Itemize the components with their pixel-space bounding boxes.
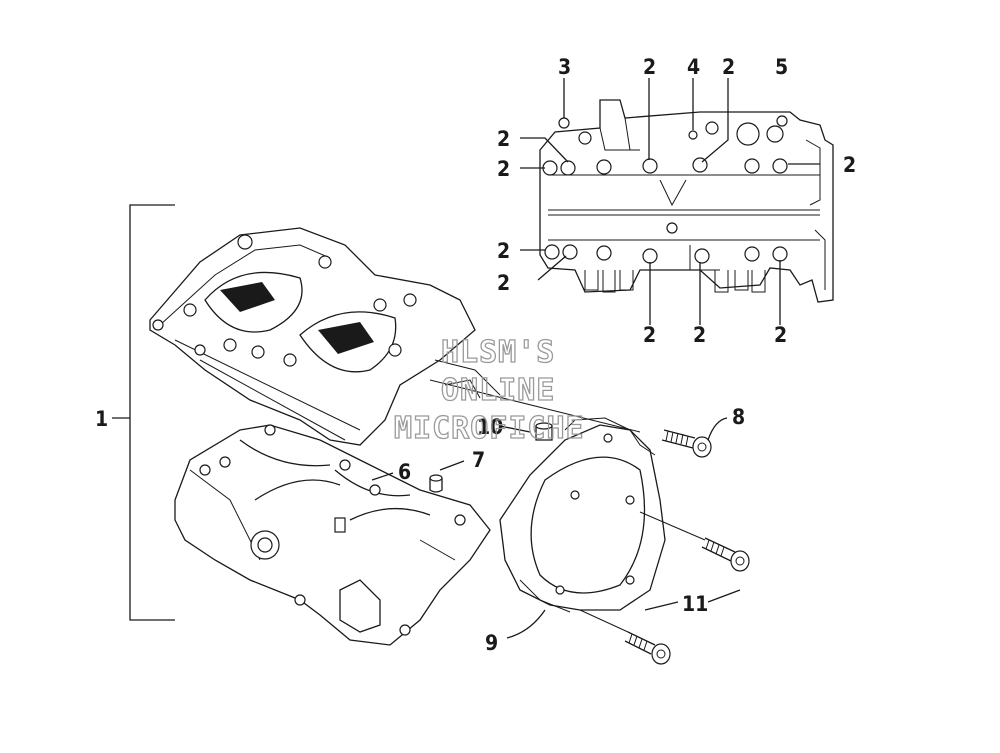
upper-crankcase-half (149, 227, 501, 446)
crankcase-bottom-inset (539, 99, 834, 303)
callout-10: 10 (477, 415, 503, 439)
callout-2: 2 (497, 157, 510, 181)
main-leader-lines (371, 417, 741, 639)
dowel-pin-10 (535, 422, 553, 441)
bolt-8 (661, 429, 712, 458)
bracket-item-1 (112, 204, 175, 621)
assembly-lines (429, 379, 706, 633)
bolt-11-upper (701, 537, 750, 572)
callout-2: 2 (843, 153, 856, 177)
callout-1: 1 (95, 407, 108, 431)
inset-leader-lines (520, 78, 820, 325)
bolt-11-lower (624, 631, 671, 665)
callout-2: 2 (774, 323, 787, 347)
callout-6: 6 (398, 460, 411, 484)
callout-labels: 3 2 4 2 5 2 2 2 2 2 2 2 2 1 6 7 8 10 11 … (95, 55, 856, 655)
callout-2: 2 (643, 55, 656, 79)
watermark-line-3: MICROFICHE (394, 411, 585, 446)
callout-3: 3 (558, 55, 571, 79)
callout-2: 2 (497, 127, 510, 151)
callout-11: 11 (682, 592, 708, 616)
callout-2: 2 (722, 55, 735, 79)
callout-4: 4 (687, 55, 700, 79)
callout-2: 2 (497, 239, 510, 263)
watermark: HLSM'S ONLINE MICROFICHE (393, 334, 585, 446)
lower-crankcase-half (174, 424, 491, 646)
watermark-line-2: ONLINE (441, 373, 555, 408)
callout-2: 2 (693, 323, 706, 347)
callout-5: 5 (775, 55, 788, 79)
callout-9: 9 (485, 631, 498, 655)
dowel-pin-7 (429, 474, 443, 493)
callout-7: 7 (472, 448, 485, 472)
watermark-line-1: HLSM'S (441, 335, 555, 370)
drive-housing (499, 417, 666, 613)
callout-2: 2 (497, 271, 510, 295)
callout-8: 8 (732, 405, 745, 429)
callout-2: 2 (643, 323, 656, 347)
